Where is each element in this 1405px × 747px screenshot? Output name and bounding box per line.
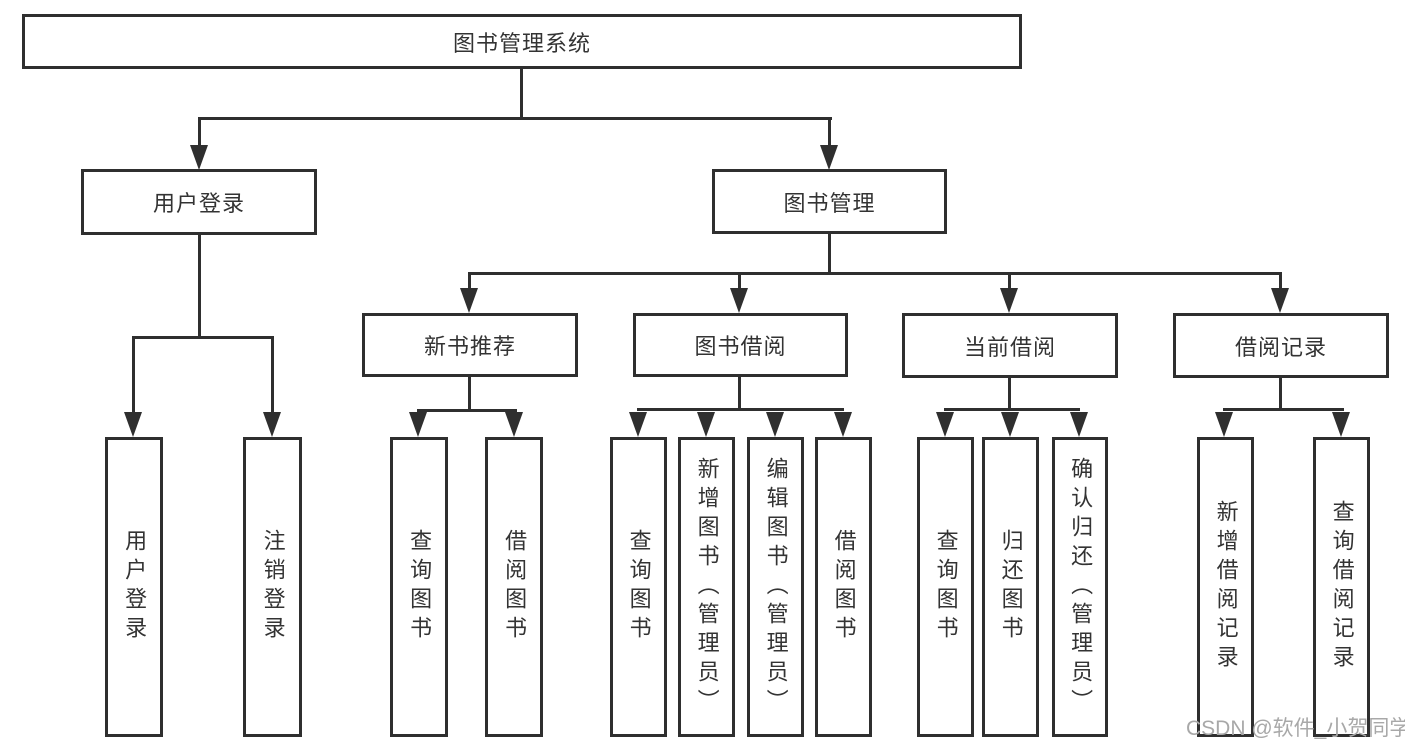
leaf-query-books-borrow: 查询图书 bbox=[610, 437, 667, 737]
connector-line bbox=[198, 117, 832, 120]
leaf-logout-label: 注销登录 bbox=[260, 529, 286, 645]
connector-line bbox=[468, 275, 471, 290]
connector-line bbox=[738, 377, 741, 408]
arrow-down-icon bbox=[505, 412, 523, 437]
node-new-book-recommend: 新书推荐 bbox=[362, 313, 578, 377]
leaf-borrow-books: 借阅图书 bbox=[815, 437, 872, 737]
leaf-user-login-label: 用户登录 bbox=[122, 529, 148, 645]
connector-line bbox=[1223, 408, 1344, 411]
connector-line bbox=[417, 409, 517, 412]
leaf-query-borrow-record: 查询借阅记录 bbox=[1313, 437, 1370, 737]
node-borrow-records: 借阅记录 bbox=[1173, 313, 1389, 378]
leaf-add-book-admin-label: 新增图书（管理员） bbox=[694, 456, 720, 718]
arrow-down-icon bbox=[766, 412, 784, 437]
leaf-borrow-books-recommend: 借阅图书 bbox=[485, 437, 543, 737]
node-book-management: 图书管理 bbox=[712, 169, 947, 234]
connector-line bbox=[828, 120, 831, 147]
arrow-down-icon bbox=[936, 412, 954, 437]
node-book-borrow-label: 图书借阅 bbox=[694, 334, 787, 359]
connector-line bbox=[738, 275, 741, 290]
leaf-confirm-return-admin-label: 确认归还（管理员） bbox=[1068, 456, 1094, 718]
connector-line bbox=[468, 272, 1282, 275]
leaf-query-books-current-label: 查询图书 bbox=[933, 529, 959, 645]
connector-line bbox=[198, 120, 201, 147]
arrow-down-icon bbox=[1070, 412, 1088, 437]
connector-line bbox=[198, 235, 201, 336]
arrow-down-icon bbox=[1215, 412, 1233, 437]
arrow-down-icon bbox=[1001, 412, 1019, 437]
leaf-query-books-current: 查询图书 bbox=[917, 437, 974, 737]
leaf-return-book: 归还图书 bbox=[982, 437, 1039, 737]
leaf-edit-book-admin: 编辑图书（管理员） bbox=[747, 437, 804, 737]
node-library-system-label: 图书管理系统 bbox=[452, 30, 591, 56]
leaf-edit-book-admin-label: 编辑图书（管理员） bbox=[763, 456, 789, 718]
node-book-management-label: 图书管理 bbox=[783, 190, 876, 216]
connector-line bbox=[520, 69, 523, 117]
arrow-down-icon bbox=[1271, 288, 1289, 313]
leaf-add-borrow-record: 新增借阅记录 bbox=[1197, 437, 1254, 737]
leaf-return-book-label: 归还图书 bbox=[998, 529, 1024, 645]
arrow-down-icon bbox=[834, 412, 852, 437]
arrow-down-icon bbox=[190, 145, 208, 170]
node-current-borrow-label: 当前借阅 bbox=[963, 334, 1056, 360]
arrow-down-icon bbox=[730, 288, 748, 313]
leaf-user-login: 用户登录 bbox=[105, 437, 163, 737]
connector-line bbox=[828, 234, 831, 272]
leaf-add-book-admin: 新增图书（管理员） bbox=[678, 437, 735, 737]
arrow-down-icon bbox=[460, 288, 478, 313]
node-library-system: 图书管理系统 bbox=[22, 14, 1022, 69]
arrow-down-icon bbox=[697, 412, 715, 437]
node-borrow-records-label: 借阅记录 bbox=[1234, 334, 1327, 360]
connector-line bbox=[132, 339, 135, 413]
leaf-query-books-recommend: 查询图书 bbox=[390, 437, 448, 737]
connector-line bbox=[944, 408, 1080, 411]
connector-line bbox=[132, 336, 274, 339]
node-user-login: 用户登录 bbox=[81, 169, 317, 235]
arrow-down-icon bbox=[1332, 412, 1350, 437]
leaf-confirm-return-admin: 确认归还（管理员） bbox=[1052, 437, 1108, 737]
arrow-down-icon bbox=[820, 145, 838, 170]
connector-line bbox=[1008, 378, 1011, 408]
arrow-down-icon bbox=[629, 412, 647, 437]
leaf-add-borrow-record-label: 新增借阅记录 bbox=[1213, 500, 1239, 674]
connector-line bbox=[468, 377, 471, 409]
node-current-borrow: 当前借阅 bbox=[902, 313, 1118, 378]
connector-line bbox=[637, 408, 844, 411]
watermark: CSDN @软件_小贺同学 bbox=[1186, 717, 1405, 740]
connector-line bbox=[271, 339, 274, 413]
arrow-down-icon bbox=[1000, 288, 1018, 313]
leaf-borrow-books-recommend-label: 借阅图书 bbox=[502, 529, 528, 645]
arrow-down-icon bbox=[409, 412, 427, 437]
node-user-login-label: 用户登录 bbox=[152, 191, 245, 216]
leaf-borrow-books-label: 借阅图书 bbox=[831, 529, 857, 645]
leaf-query-borrow-record-label: 查询借阅记录 bbox=[1329, 500, 1355, 674]
connector-line bbox=[1279, 378, 1282, 408]
node-new-book-recommend-label: 新书推荐 bbox=[423, 334, 516, 359]
connector-line bbox=[1279, 275, 1282, 290]
leaf-query-books-recommend-label: 查询图书 bbox=[407, 529, 433, 645]
arrow-down-icon bbox=[263, 412, 281, 437]
arrow-down-icon bbox=[124, 412, 142, 437]
node-book-borrow: 图书借阅 bbox=[633, 313, 848, 377]
connector-line bbox=[1008, 275, 1011, 290]
leaf-logout: 注销登录 bbox=[243, 437, 302, 737]
leaf-query-books-borrow-label: 查询图书 bbox=[626, 529, 652, 645]
